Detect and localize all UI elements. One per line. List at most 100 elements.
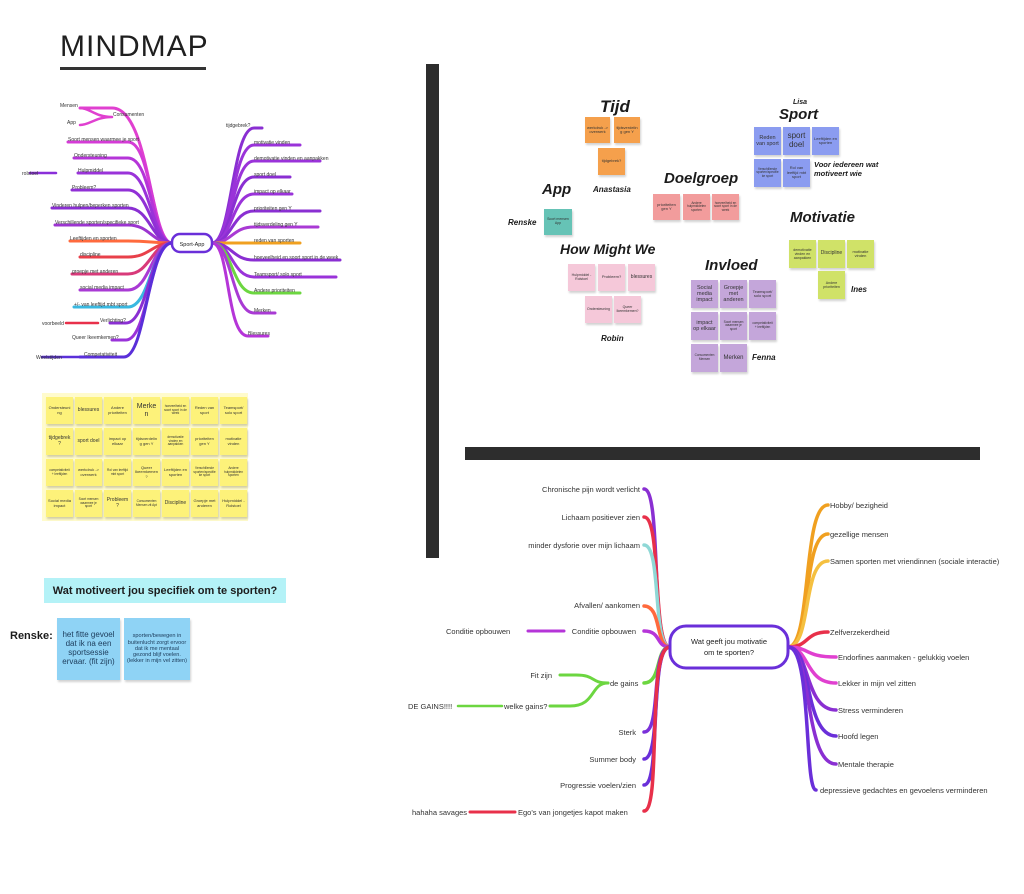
- sticky-note[interactable]: impact op elkaar: [691, 312, 718, 340]
- yellow-sticky-note[interactable]: werkdruk -> overwerk: [75, 459, 102, 486]
- sticky-note[interactable]: Andere hulpmiddelen sporten: [683, 194, 710, 220]
- answer-note[interactable]: het fitte gevoel dat ik na een sportsess…: [57, 618, 120, 680]
- mindmap-sport-app: Sport-App Mensen App Consumenten Soort m…: [22, 103, 342, 361]
- sticky-note[interactable]: Reden van sport: [754, 127, 781, 155]
- sticky-note[interactable]: Soort mensen App: [544, 209, 572, 235]
- sticky-note[interactable]: Ondersteuning: [585, 296, 612, 323]
- title-underline: [60, 67, 206, 70]
- node-label: demotivatie vinden en aanpakken: [254, 156, 329, 162]
- yellow-sticky-note[interactable]: hoeveelheid en soort sport in de week: [162, 397, 189, 424]
- node-label: DE GAINS!!!!: [408, 702, 452, 711]
- node-label: Verlichting?: [100, 318, 126, 324]
- node-label: Afvallen/ aankomen: [574, 601, 640, 610]
- sticky-note[interactable]: blessures: [628, 264, 655, 291]
- sticky-note[interactable]: hoeveelheid en soort sport in de week: [712, 194, 739, 220]
- sticky-note[interactable]: tijdgebrek?: [598, 148, 625, 175]
- yellow-sticky-note[interactable]: sport doel: [75, 428, 102, 455]
- node-label: hahaha savages: [412, 808, 467, 817]
- node-label: groepje met anderen: [72, 269, 118, 275]
- yellow-sticky-note[interactable]: Andere hulpmiddelen sporten: [220, 459, 247, 486]
- yellow-sticky-note[interactable]: Consumenten Mensen zit Apt: [133, 490, 160, 517]
- yellow-sticky-note[interactable]: Leeftijden en sporten: [162, 459, 189, 486]
- node-label: Mentale therapie: [838, 760, 894, 769]
- sticky-note[interactable]: Social media impact: [691, 280, 718, 308]
- node-label: Weelstijden: [36, 355, 62, 361]
- sticky-note[interactable]: Rol van leeftijd mbt sport: [783, 159, 810, 187]
- node-label: Consumenten: [113, 112, 144, 118]
- node-label: Competativiteit: [84, 352, 118, 358]
- yellow-sticky-note[interactable]: Rol van leeftijd mbt sport: [104, 459, 131, 486]
- yellow-sticky-note[interactable]: Discipline: [162, 490, 189, 517]
- node-label: Chronische pijn wordt verlicht: [542, 485, 641, 494]
- sticky-note[interactable]: Teamsport/ solo sport: [749, 280, 776, 308]
- cluster-title-sport: Sport: [779, 106, 819, 123]
- sticky-note[interactable]: Soort mensen waarmee je sport: [720, 312, 747, 340]
- answer-note[interactable]: sporten/bewegen in buitenlucht zorgt erv…: [124, 618, 190, 680]
- node-label: social media impact: [80, 285, 125, 291]
- cluster-title-app: App: [542, 181, 572, 198]
- sticky-note[interactable]: Discipline: [818, 240, 845, 268]
- vertical-divider: [426, 64, 439, 558]
- sticky-note[interactable]: Queer Ikeemkemen?: [614, 296, 641, 323]
- yellow-sticky-note[interactable]: Social media impact: [46, 490, 73, 517]
- yellow-sticky-note[interactable]: Groepje met anderen: [191, 490, 218, 517]
- yellow-sticky-note[interactable]: tijdsverdeling gen Y: [133, 428, 160, 455]
- yellow-sticky-note[interactable]: motivatie vinden: [220, 428, 247, 455]
- yellow-sticky-note[interactable]: impact op elkaar: [104, 428, 131, 455]
- node-label: discipline: [80, 252, 101, 258]
- sticky-note[interactable]: Merken: [720, 344, 747, 372]
- yellow-sticky-note[interactable]: tijdgebrek?: [46, 428, 73, 455]
- sticky-note[interactable]: competativiteit + leeftijden: [749, 312, 776, 340]
- node-label: Ego's van jongetjes kapot maken: [518, 808, 628, 817]
- node-label: voorbeeld: [42, 321, 64, 327]
- node-label: Probleem?: [72, 185, 96, 191]
- sticky-note[interactable]: werkdruk -> overwerk: [585, 117, 610, 143]
- node-label: impact op elkaar: [254, 189, 291, 195]
- yellow-sticky-note[interactable]: Reden van sport: [191, 397, 218, 424]
- node-label: prioriteiten gen Y: [254, 206, 292, 212]
- yellow-sticky-note[interactable]: Verschillende sporten/specifieke sport: [191, 459, 218, 486]
- yellow-sticky-note[interactable]: Teamsport/ solo sport: [220, 397, 247, 424]
- yellow-sticky-note[interactable]: Andere prioriteiten: [104, 397, 131, 424]
- sticky-note[interactable]: sport doel: [783, 127, 810, 155]
- center-node: [170, 232, 214, 254]
- sticky-note[interactable]: demotivatie vinden en aanpakken: [789, 240, 816, 268]
- yellow-sticky-note[interactable]: prioriteiten gen Y: [191, 428, 218, 455]
- cluster-title-invloed: Invloed: [705, 257, 758, 274]
- sticky-note[interactable]: Groepje met anderen: [720, 280, 747, 308]
- sticky-note[interactable]: motivatie vinden: [847, 240, 874, 268]
- yellow-sticky-note[interactable]: Hulpmiddel - Rolstoel: [220, 490, 247, 517]
- yellow-sticky-note[interactable]: Ondersteuning: [46, 397, 73, 424]
- sticky-note[interactable]: Verschillende sporten/specifieke sport: [754, 159, 781, 187]
- sticky-note[interactable]: Probleem?: [598, 264, 625, 291]
- node-label: Fit zijn: [530, 671, 552, 680]
- sticky-note[interactable]: Leeftijden en sporten: [812, 127, 839, 155]
- node-label: tijdsverdeling gen Y: [254, 222, 298, 228]
- yellow-sticky-note[interactable]: Soort mensen waarmee je sport: [75, 490, 102, 517]
- sticky-note[interactable]: prioriteiten gen Y: [653, 194, 680, 220]
- node-label: Lichaam positiever zien: [562, 513, 640, 522]
- node-label: Hulpmiddel: [78, 168, 103, 174]
- node-label: Lekker in mijn vel zitten: [838, 679, 916, 688]
- sticky-note[interactable]: Hulpmiddel - Rolstoel: [568, 264, 595, 291]
- node-label: Soort mensen waarmee je sport: [68, 137, 139, 143]
- node-label: depressieve gedachtes en gevoelens vermi…: [820, 786, 988, 795]
- sticky-note[interactable]: tijdsverdeling gen Y: [614, 117, 640, 143]
- yellow-sticky-note[interactable]: demotivatie vinden en aanpakken: [162, 428, 189, 455]
- node-label: Teamsport/ solo sport: [254, 272, 302, 278]
- sticky-note[interactable]: Consumenten Mensen: [691, 344, 718, 372]
- node-label: hoeveelheid en soort sport in de week: [254, 255, 339, 261]
- yellow-sticky-note[interactable]: Probleem?: [104, 490, 131, 517]
- node-label: Hoofd legen: [838, 732, 878, 741]
- yellow-sticky-note[interactable]: competativiteit + leeftijden: [46, 459, 73, 486]
- node-label: Stress verminderen: [838, 706, 903, 715]
- horizontal-divider: [465, 447, 980, 460]
- yellow-sticky-note[interactable]: blessures: [75, 397, 102, 424]
- node-label: Queer Ikeemkemen?: [72, 335, 119, 341]
- yellow-sticky-note[interactable]: Queer Ikeemkemen?: [133, 459, 160, 486]
- yellow-sticky-note[interactable]: Merken: [133, 397, 160, 424]
- sticky-note[interactable]: Andere prioriteiten: [818, 271, 845, 299]
